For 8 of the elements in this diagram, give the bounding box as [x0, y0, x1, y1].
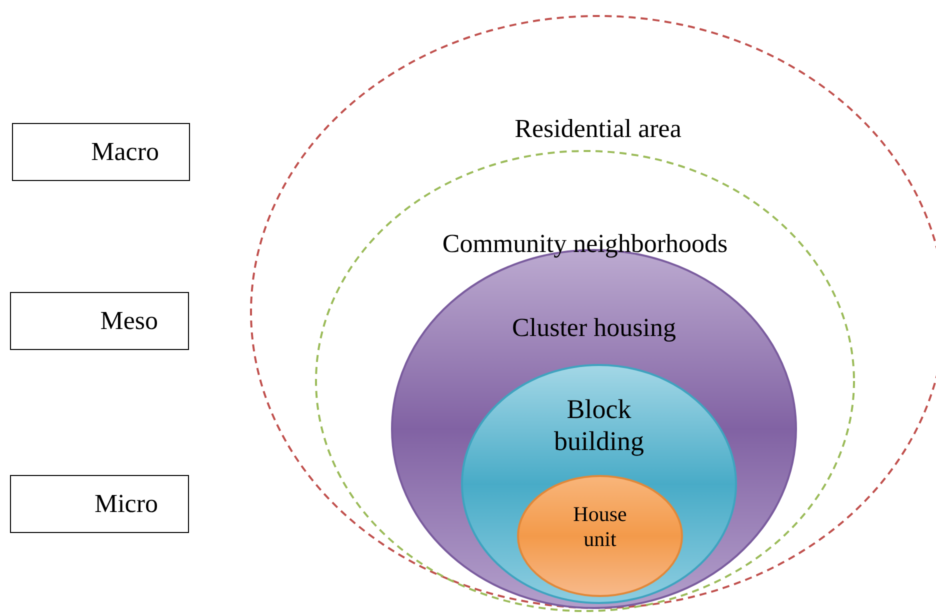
- ellipse-label: House unit: [572, 502, 628, 552]
- level-box: Micro: [10, 475, 189, 533]
- level-box: Meso: [10, 292, 189, 350]
- ellipse-label: Cluster housing: [511, 312, 677, 344]
- ellipse-label: Block building: [552, 393, 645, 458]
- ellipse-label: Residential area: [514, 113, 682, 144]
- level-box: Macro: [12, 123, 190, 181]
- ellipse-label: Community neighborhoods: [441, 228, 729, 260]
